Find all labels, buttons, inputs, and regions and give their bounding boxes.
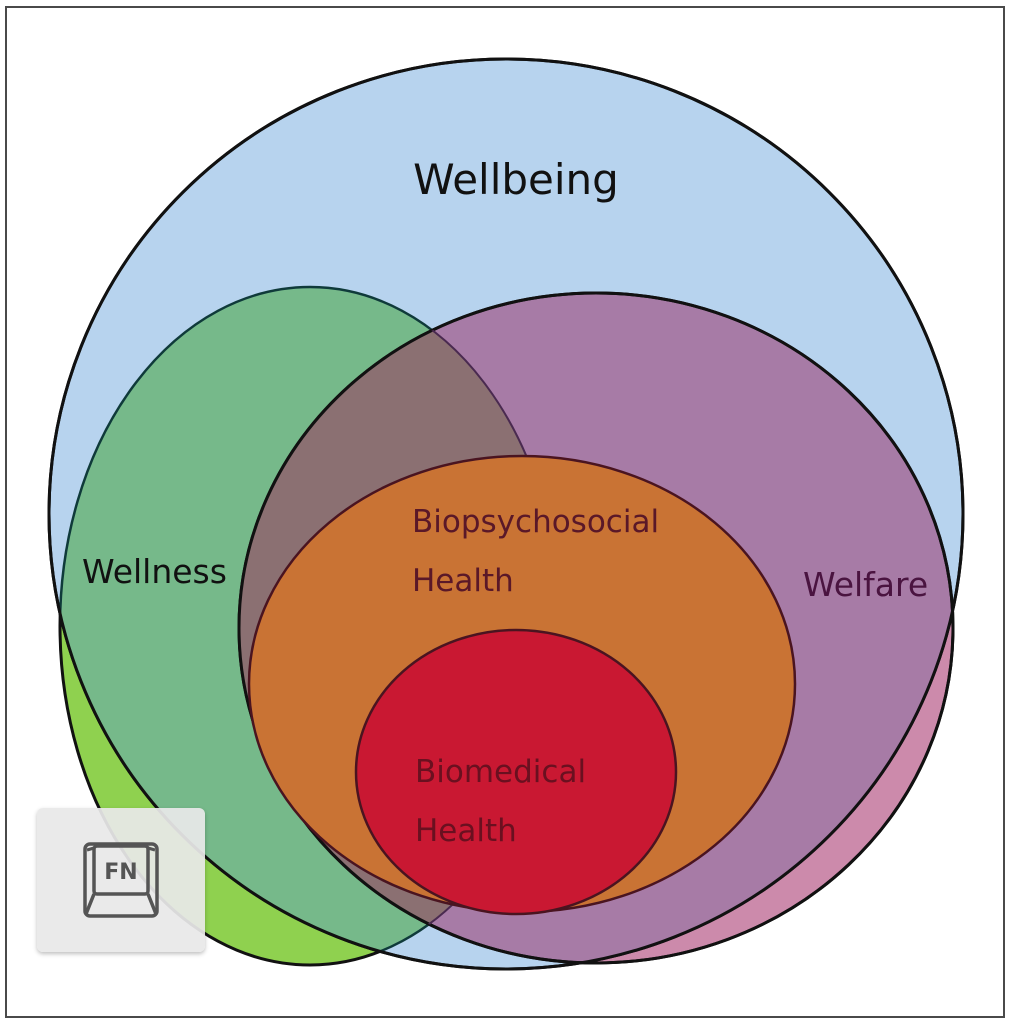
welfare-label: Welfare (803, 565, 928, 604)
biomedical-label-line-2: Health (415, 813, 517, 849)
wellbeing-outline (47, 57, 965, 971)
biopsychosocial-label-line-1: Biopsychosocial (412, 504, 659, 540)
biomedical-circle (354, 628, 678, 916)
biopsychosocial-label-line-2: Health (412, 563, 514, 599)
fn-key-label: FN (104, 860, 137, 885)
fn-key-button[interactable]: FN (37, 808, 205, 952)
wellness-label: Wellness (82, 552, 227, 591)
biomedical-label-line-1: Biomedical (415, 754, 586, 790)
welfare-outline (237, 291, 955, 965)
wellbeing-label: Wellbeing (413, 155, 619, 204)
keyboard-key-icon: FN (83, 842, 159, 918)
